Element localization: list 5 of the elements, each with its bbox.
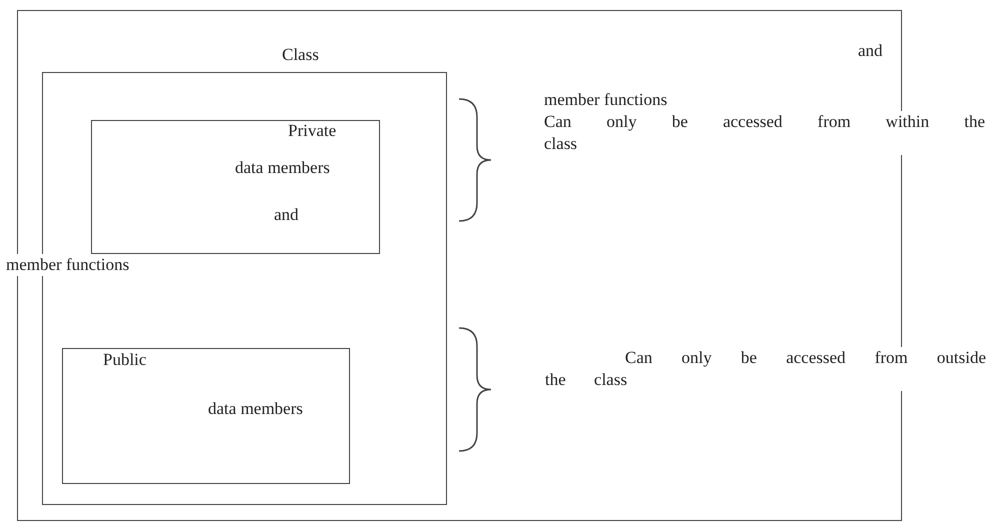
public-box xyxy=(62,348,350,484)
private-box xyxy=(91,120,380,254)
note-text: Can only be accessed from within the class xyxy=(544,111,985,155)
note-text: member functions xyxy=(6,254,130,276)
note-text: Can only be accessed from outside the class xyxy=(545,347,986,391)
